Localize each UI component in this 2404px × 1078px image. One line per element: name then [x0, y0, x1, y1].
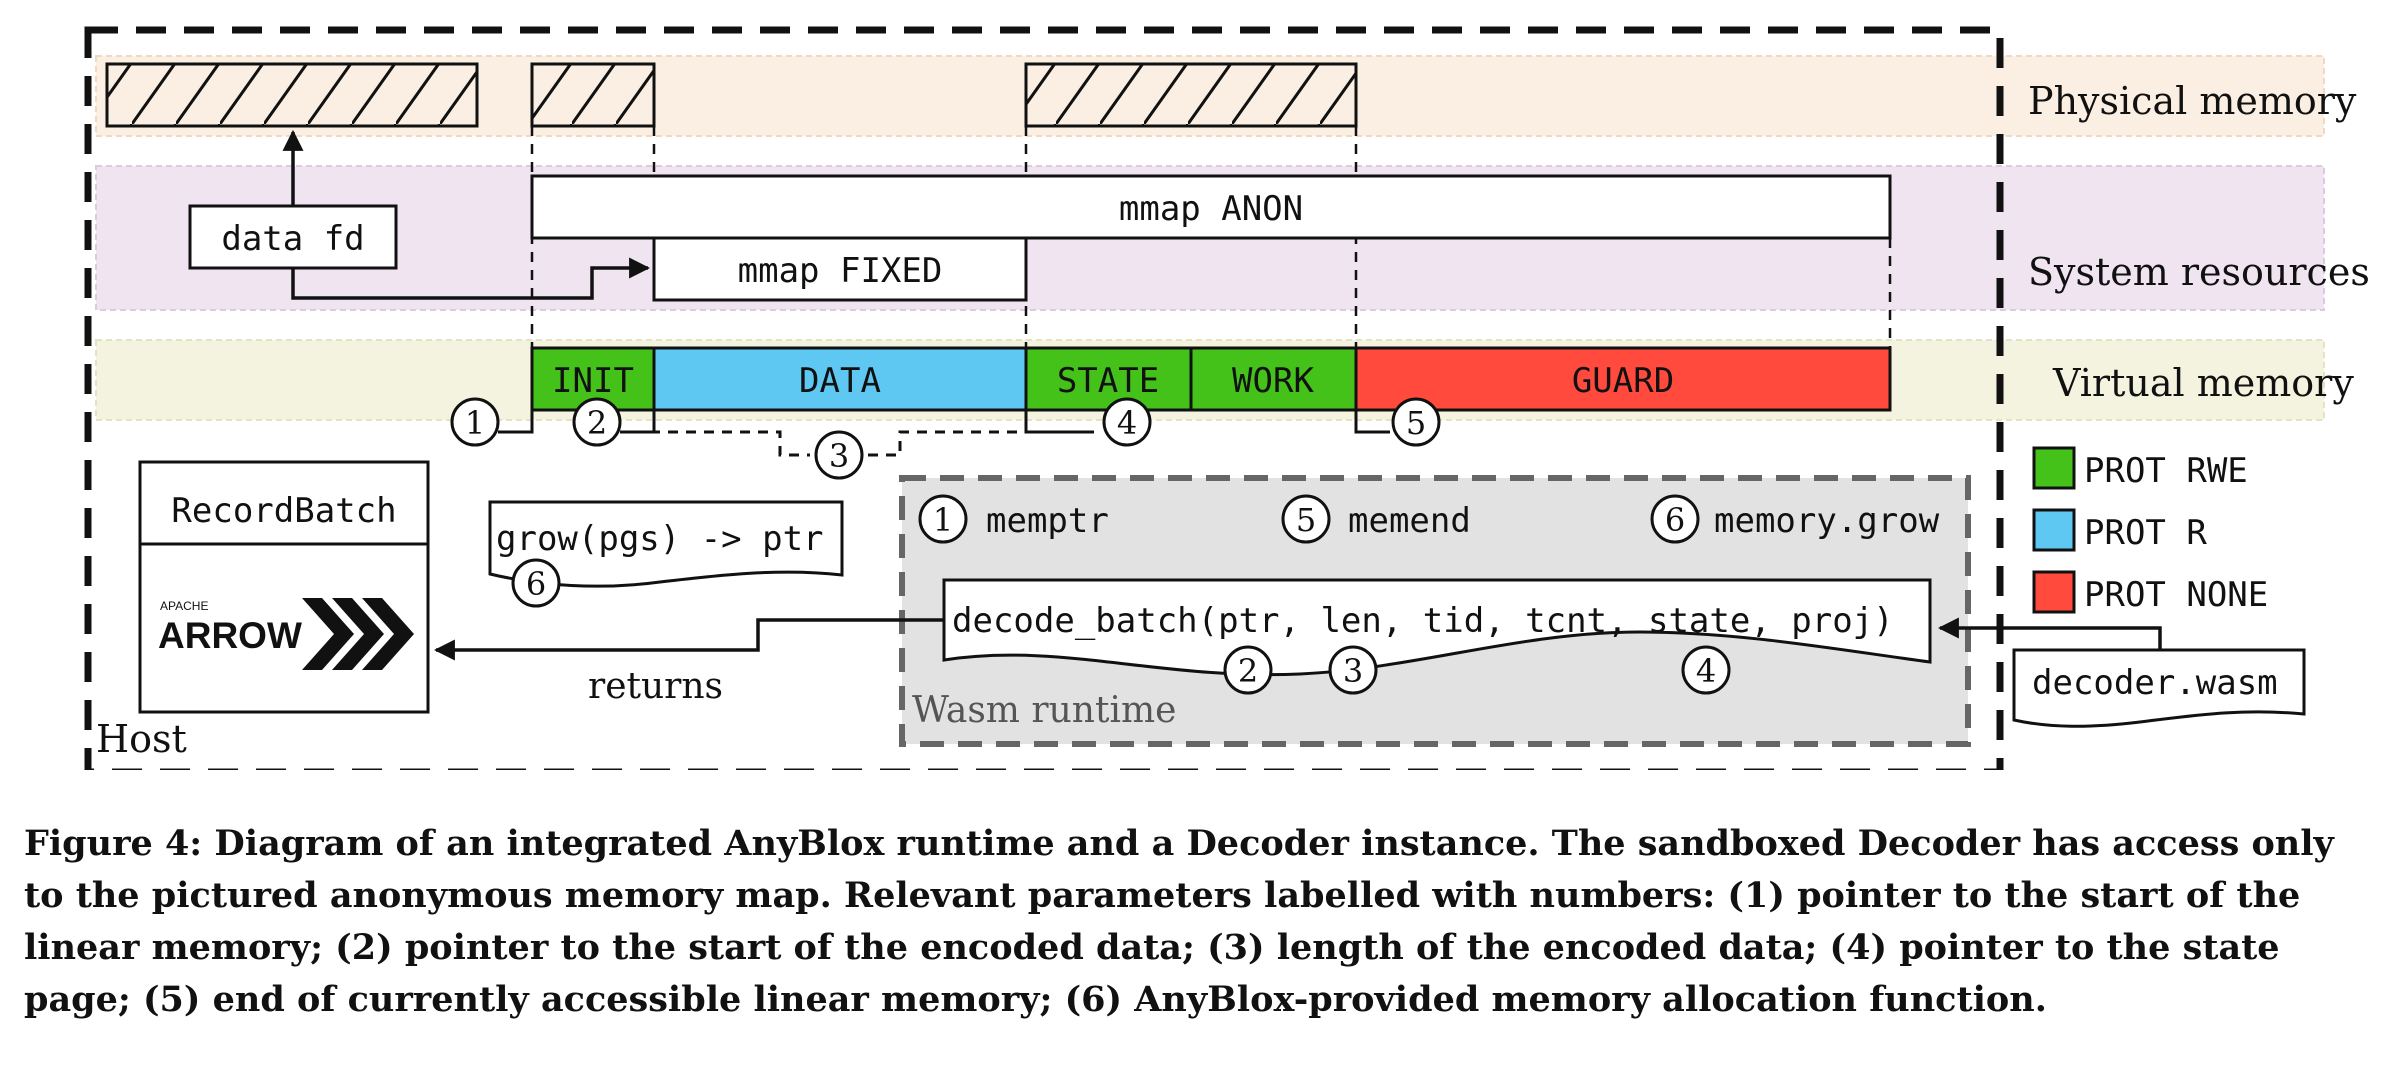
legend-prot-rwe: PROT RWE — [2032, 446, 2248, 491]
svg-text:1: 1 — [933, 501, 953, 539]
svg-text:4: 4 — [1117, 404, 1137, 442]
host-boundary — [84, 26, 2004, 770]
svg-text:2: 2 — [587, 404, 607, 442]
record-batch-box — [138, 460, 430, 714]
virtual-memory-label: Virtual memory — [2052, 361, 2354, 405]
svg-text:memend: memend — [1348, 501, 1471, 541]
svg-text:1: 1 — [465, 404, 485, 442]
physical-page-data — [105, 62, 479, 128]
grow-signature: grow(pgs) -> ptr — [496, 519, 824, 559]
mmap-anon-box — [530, 174, 1892, 240]
svg-text:6: 6 — [1665, 501, 1685, 539]
svg-text:PROT RWE: PROT RWE — [2084, 451, 2248, 491]
marker-2: 2 — [572, 397, 622, 447]
marker-1: 1 — [450, 397, 500, 447]
decode-batch-signature: decode_batch(ptr, len, tid, tcnt, state,… — [952, 601, 1894, 641]
pointer-5-bracket — [1354, 410, 1390, 434]
figure-caption: Figure 4: Diagram of an integrated AnyBl… — [24, 823, 2334, 1020]
segment-guard-label: GUARD — [1572, 361, 1674, 401]
physical-page-state — [1024, 62, 1358, 128]
segment-guard — [1354, 346, 1892, 412]
mmap-anon-label: mmap ANON — [1119, 189, 1303, 229]
segment-data — [652, 346, 1028, 412]
marker-4: 4 — [1102, 397, 1152, 447]
export-memptr: 1 memptr — [918, 494, 1109, 544]
svg-text:PROT NONE: PROT NONE — [2084, 575, 2268, 615]
mmap-fixed-box — [652, 236, 1028, 302]
svg-text:4: 4 — [1696, 652, 1716, 690]
data-fd-to-mmap-fixed-arrow — [291, 257, 651, 300]
pointer-1-bracket — [498, 410, 534, 434]
svg-text:APACHE: APACHE — [160, 599, 208, 613]
export-memory-grow: 6 memory.grow — [1650, 494, 1940, 544]
svg-text:PROT R: PROT R — [2084, 513, 2207, 553]
returns-arrow — [433, 618, 944, 661]
svg-text:3: 3 — [829, 437, 849, 475]
svg-text:5: 5 — [1296, 501, 1316, 539]
data-fd-label: data fd — [221, 219, 364, 259]
segment-data-label: DATA — [799, 361, 881, 401]
anyblox-runtime-diagram: Physical memory System resources Virtual… — [84, 26, 2370, 770]
svg-text:memory.grow: memory.grow — [1714, 501, 1940, 541]
apache-arrow-logo: APACHE ARROW — [158, 598, 414, 670]
decode-marker-4: 4 — [1681, 645, 1731, 695]
physical-page-init — [530, 62, 656, 128]
svg-text:2: 2 — [1238, 652, 1258, 690]
decode-marker-3: 3 — [1328, 645, 1378, 695]
legend-prot-r: PROT R — [2032, 508, 2207, 553]
segment-init-label: INIT — [552, 361, 634, 401]
pointer-3-bracket — [652, 410, 810, 457]
grow-marker-6: 6 — [511, 558, 561, 608]
returns-label: returns — [588, 666, 723, 707]
record-batch-label: RecordBatch — [171, 491, 396, 531]
decode-batch-box — [942, 578, 1932, 677]
pointer-4-bracket — [1024, 410, 1094, 434]
svg-text:memptr: memptr — [986, 501, 1109, 541]
legend-prot-none: PROT NONE — [2032, 570, 2268, 615]
mmap-fixed-label: mmap FIXED — [738, 251, 943, 291]
system-resources-label: System resources — [2028, 250, 2370, 294]
export-memend: 5 memend — [1281, 494, 1471, 544]
wasm-runtime-label: Wasm runtime — [912, 690, 1176, 731]
segment-state-label: STATE — [1057, 361, 1159, 401]
segment-work-label: WORK — [1232, 361, 1314, 401]
svg-text:6: 6 — [526, 565, 546, 603]
marker-3: 3 — [814, 430, 864, 480]
decoder-wasm-file — [2012, 648, 2306, 728]
decoder-wasm-label: decoder.wasm — [2032, 663, 2278, 703]
decode-marker-2: 2 — [1223, 645, 1273, 695]
marker-5: 5 — [1391, 397, 1441, 447]
svg-text:ARROW: ARROW — [158, 615, 302, 656]
host-label: Host — [96, 717, 187, 761]
svg-text:5: 5 — [1406, 404, 1426, 442]
physical-memory-label: Physical memory — [2028, 79, 2357, 123]
segment-work — [1189, 346, 1358, 412]
decoder-load-arrow — [1937, 617, 2162, 650]
svg-text:3: 3 — [1343, 652, 1363, 690]
